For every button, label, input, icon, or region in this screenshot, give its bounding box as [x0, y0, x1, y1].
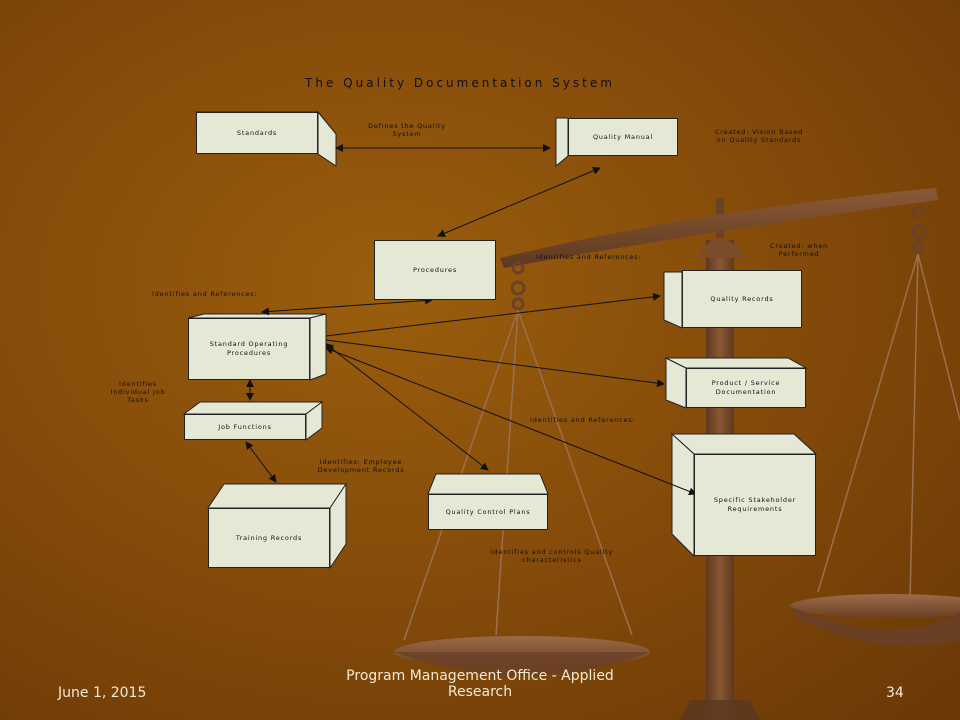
label-created-when-performed: Created: when Performed [770, 242, 828, 258]
label-identifies-references-2: Identifies and References: [152, 290, 258, 298]
label-identifies-employee-records: Identifies: Employee Development Records [317, 458, 405, 474]
box-job-functions: Job Functions [184, 414, 306, 440]
label-created-vision: Created: Vision Based on Quality Standar… [714, 128, 804, 144]
box-specific-stakeholder-requirements: Specific Stakeholder Requirements [694, 454, 816, 556]
footer-center-line2: Research [447, 684, 513, 700]
box-standards: Standards [196, 112, 318, 154]
label-defines-system: Defines the Quality System [368, 122, 446, 138]
box-quality-manual: Quality Manual [568, 118, 678, 156]
box-product-service-documentation: Product / Service Documentation [686, 368, 806, 408]
box-procedures: Procedures [374, 240, 496, 300]
label-identifies-job-tasks: Identifies Individual Job Tasks [110, 380, 166, 404]
box-quality-records: Quality Records [682, 270, 802, 328]
footer-page-number: 34 [886, 685, 904, 701]
diagram-title: The Quality Documentation System [305, 76, 615, 90]
footer-center-line1: Program Management Office - Applied [346, 668, 614, 684]
label-identifies-references-1: Identifies and References: [536, 253, 642, 261]
box-standard-operating-procedures: Standard Operating Procedures [188, 318, 310, 380]
box-quality-control-plans: Quality Control Plans [428, 494, 548, 530]
label-identifies-controls: Identifies and controls Quality characte… [490, 548, 614, 564]
label-identifies-references-3: Identifies and References: [530, 416, 636, 424]
footer-date: June 1, 2015 [58, 685, 147, 701]
footer-center-text: Program Management Office - Applied Rese… [320, 668, 640, 700]
box-training-records: Training Records [208, 508, 330, 568]
